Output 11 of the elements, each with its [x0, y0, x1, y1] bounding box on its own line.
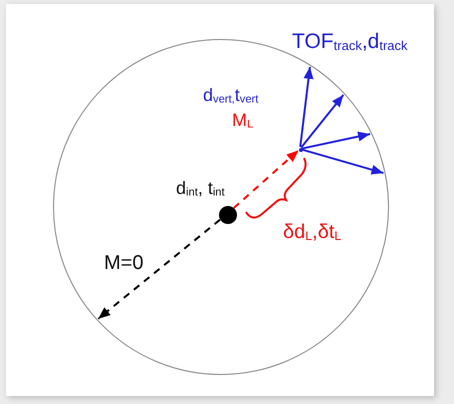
vertex-point	[299, 148, 303, 152]
track-label: TOF$_{track}$,d$_{track}$	[292, 31, 408, 52]
point-label: d$_{int}$, t$_{int}$	[176, 179, 225, 199]
arrow	[98, 218, 221, 320]
arrow	[233, 150, 300, 209]
offset-label: δd$_{L}$,δt$_{L}$	[283, 222, 342, 242]
arrow	[302, 148, 384, 175]
arrow	[302, 132, 370, 150]
arrow	[299, 66, 314, 148]
arrow	[300, 94, 344, 148]
point-label: d$_{vert,}$t$_{vert}$	[203, 86, 258, 106]
